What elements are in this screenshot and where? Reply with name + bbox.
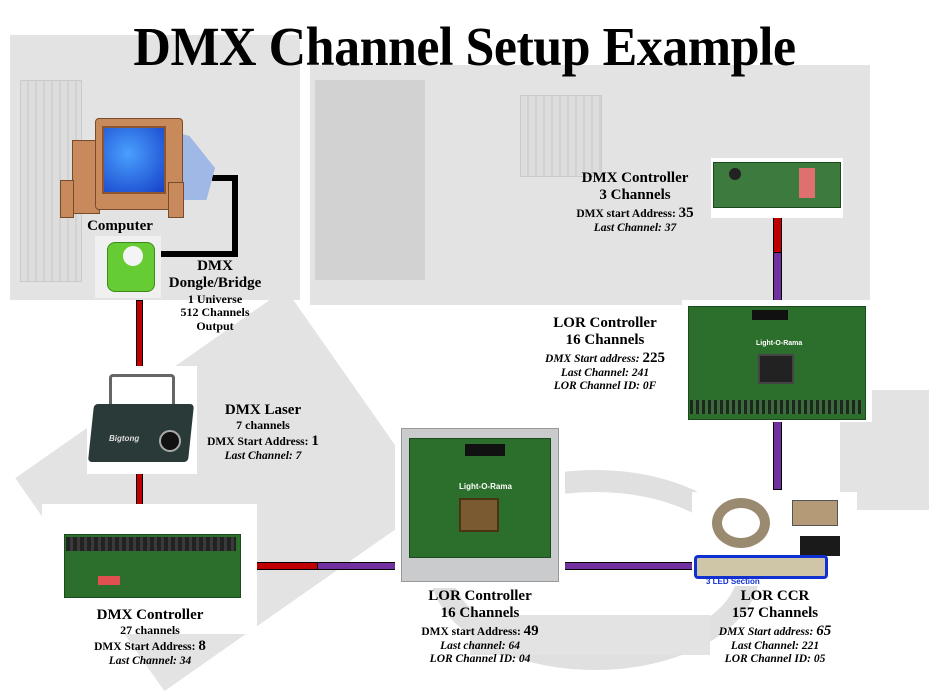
- dmx-controller-27-label: DMX Controller 27 channels DMX Start Add…: [70, 607, 230, 669]
- lor-cable-to-lor-controller: [317, 562, 401, 570]
- lor-ccr-channel-id: LOR Channel ID: 05: [724, 652, 826, 665]
- dmx-dongle-body: [107, 242, 155, 292]
- usb-cable-top: [212, 175, 238, 181]
- dmx-controller-3-channels: 3 Channels: [599, 187, 671, 204]
- lor-controller-0f-device: Light-O-Rama: [682, 300, 872, 422]
- lor-ccr-start-value: 65: [816, 622, 832, 639]
- lor-controller-04-last-channel: Last channel: 64: [440, 639, 520, 652]
- lor-ccr-led-section-badge: 3 LED Section: [706, 577, 760, 586]
- dmx-laser-handle: [109, 374, 175, 411]
- dmx-controller-27-terminals: [66, 537, 236, 551]
- dmx-controller-27-start-value: 8: [198, 638, 206, 655]
- lor-controller-04-channel-id: LOR Channel ID: 04: [429, 652, 531, 665]
- dmx-controller-27-last-value: 34: [179, 655, 192, 668]
- lor-ccr-name: LOR CCR: [740, 588, 810, 604]
- lor-ccr-power-adapter: [800, 536, 840, 556]
- dmx-dongle-output: Output: [196, 319, 234, 334]
- dmx-dongle-name-line2: Dongle/Bridge: [168, 275, 262, 292]
- lor-cable-ccr-to-lor-0f: [773, 420, 782, 490]
- dmx-dongle-sticker: [123, 246, 143, 266]
- dmx-laser-last-value: 7: [295, 450, 302, 463]
- dmx-controller-27-dip-switch: [98, 576, 120, 585]
- dmx-controller-3-dip-switch: [799, 168, 815, 198]
- dmx-controller-3-device: [711, 158, 843, 218]
- lor-ccr-start-address: DMX Start address: 65: [718, 622, 832, 639]
- lor-controller-04-last-value: 64: [508, 639, 520, 652]
- dmx-laser-device: Bigtong: [87, 366, 197, 474]
- lor-controller-0f-channels: 16 Channels: [565, 332, 645, 349]
- background-chip: [520, 95, 602, 177]
- lor-controller-0f-channel-id: LOR Channel ID: 0F: [553, 379, 657, 392]
- dmx-controller-3-start-address: DMX start Address: 35: [576, 204, 694, 221]
- dmx-dongle-channels: 512 Channels: [180, 305, 250, 320]
- page-title: DMX Channel Setup Example: [133, 17, 796, 78]
- dmx-controller-27-name: DMX Controller: [96, 607, 204, 623]
- lor-controller-0f-name: LOR Controller: [553, 315, 657, 331]
- lor-ccr-device: 3 LED Section: [692, 492, 857, 586]
- computer-device: [60, 110, 215, 220]
- computer-screen: [102, 126, 166, 194]
- lor-controller-04-id-value: 04: [518, 652, 531, 665]
- computer-name: Computer: [87, 218, 153, 234]
- dmx-laser-last-channel: Last Channel: 7: [224, 450, 302, 463]
- lor-cable-lor-0f-to-dmx3: [773, 252, 782, 304]
- lor-controller-0f-transformer: [758, 354, 794, 384]
- dmx-dongle-device: [95, 236, 161, 298]
- lor-ccr-controller-box: [792, 500, 838, 526]
- dmx-controller-27-channels: 27 channels: [120, 623, 180, 638]
- lor-controller-0f-id-value: 0F: [642, 379, 657, 392]
- lor-controller-0f-label: LOR Controller 16 Channels DMX Start add…: [530, 315, 680, 393]
- lor-controller-04-rj45-ports: [465, 444, 505, 456]
- lor-controller-04-brand: Light-O-Rama: [459, 482, 512, 491]
- dmx-dongle-label: DMX Dongle/Bridge 1 Universe 512 Channel…: [160, 258, 270, 334]
- dmx-controller-27-last-channel: Last Channel: 34: [108, 655, 192, 668]
- computer-speaker-left: [60, 180, 74, 218]
- lor-ccr-led-reel: [712, 498, 770, 548]
- computer-label: Computer: [70, 218, 170, 235]
- dmx-laser-lens: [159, 430, 181, 452]
- dmx-laser-brand: Bigtong: [109, 434, 140, 443]
- lor-controller-0f-brand: Light-O-Rama: [756, 340, 803, 347]
- lor-ccr-last-channel: Last Channel: 221: [730, 639, 820, 652]
- lor-ccr-last-value: 221: [801, 639, 820, 652]
- usb-cable-bottom: [160, 251, 238, 257]
- lor-cable-lor-to-ccr: [560, 562, 695, 570]
- dmx-controller-3-last-value: 37: [664, 221, 677, 234]
- lor-controller-0f-terminal-strip: [690, 400, 862, 414]
- background-led-section-strip: [470, 615, 710, 655]
- lor-controller-0f-last-value: 241: [631, 366, 650, 379]
- lor-ccr-led-section-strip: [694, 555, 828, 579]
- lor-controller-0f-start-address: DMX Start address: 225: [545, 349, 665, 366]
- lor-controller-0f-start-value: 225: [642, 349, 665, 366]
- computer-speaker-right: [168, 182, 184, 218]
- dmx-controller-27-start-address: DMX Start Address: 8: [94, 638, 206, 655]
- lor-controller-04-transformer: [459, 498, 499, 532]
- dmx-laser-start-address: DMX Start Address: 1: [207, 433, 319, 450]
- dmx-controller-3-last-channel: Last Channel: 37: [593, 221, 677, 234]
- lor-controller-04-start-address: DMX start Address: 49: [421, 622, 539, 639]
- lor-controller-04-label: LOR Controller 16 Channels DMX start Add…: [400, 588, 560, 666]
- lor-ccr-channels: 157 Channels: [731, 605, 819, 622]
- lor-controller-04-name: LOR Controller: [428, 588, 532, 604]
- lor-controller-04-channels: 16 Channels: [440, 605, 520, 622]
- dmx-laser-channels: 7 channels: [236, 418, 290, 433]
- lor-ccr-id-value: 05: [813, 652, 826, 665]
- dmx-controller-3-label: DMX Controller 3 Channels DMX start Addr…: [560, 170, 710, 235]
- usb-cable-vertical: [232, 175, 238, 257]
- dmx-laser-label: DMX Laser 7 channels DMX Start Address: …: [193, 402, 333, 464]
- dmx-dongle-universe: 1 Universe: [187, 291, 243, 306]
- lor-controller-0f-last-channel: Last Channel: 241: [560, 366, 650, 379]
- dmx-laser-start-value: 1: [311, 433, 319, 450]
- dmx-laser-name: DMX Laser: [224, 402, 302, 418]
- lor-ccr-label: LOR CCR 157 Channels DMX Start address: …: [695, 588, 855, 666]
- dmx-controller-3-name: DMX Controller: [581, 170, 689, 186]
- lor-controller-04-device: Light-O-Rama: [395, 420, 565, 588]
- dmx-controller-27-device: [42, 504, 257, 634]
- dmx-dongle-name-line1: DMX: [197, 258, 233, 274]
- lor-controller-0f-rj45-ports: [752, 310, 788, 320]
- lor-controller-04-start-value: 49: [523, 622, 539, 639]
- dmx-controller-3-start-value: 35: [678, 204, 694, 221]
- background-connector-block: [315, 80, 425, 280]
- dmx-controller-3-capacitor: [729, 168, 741, 180]
